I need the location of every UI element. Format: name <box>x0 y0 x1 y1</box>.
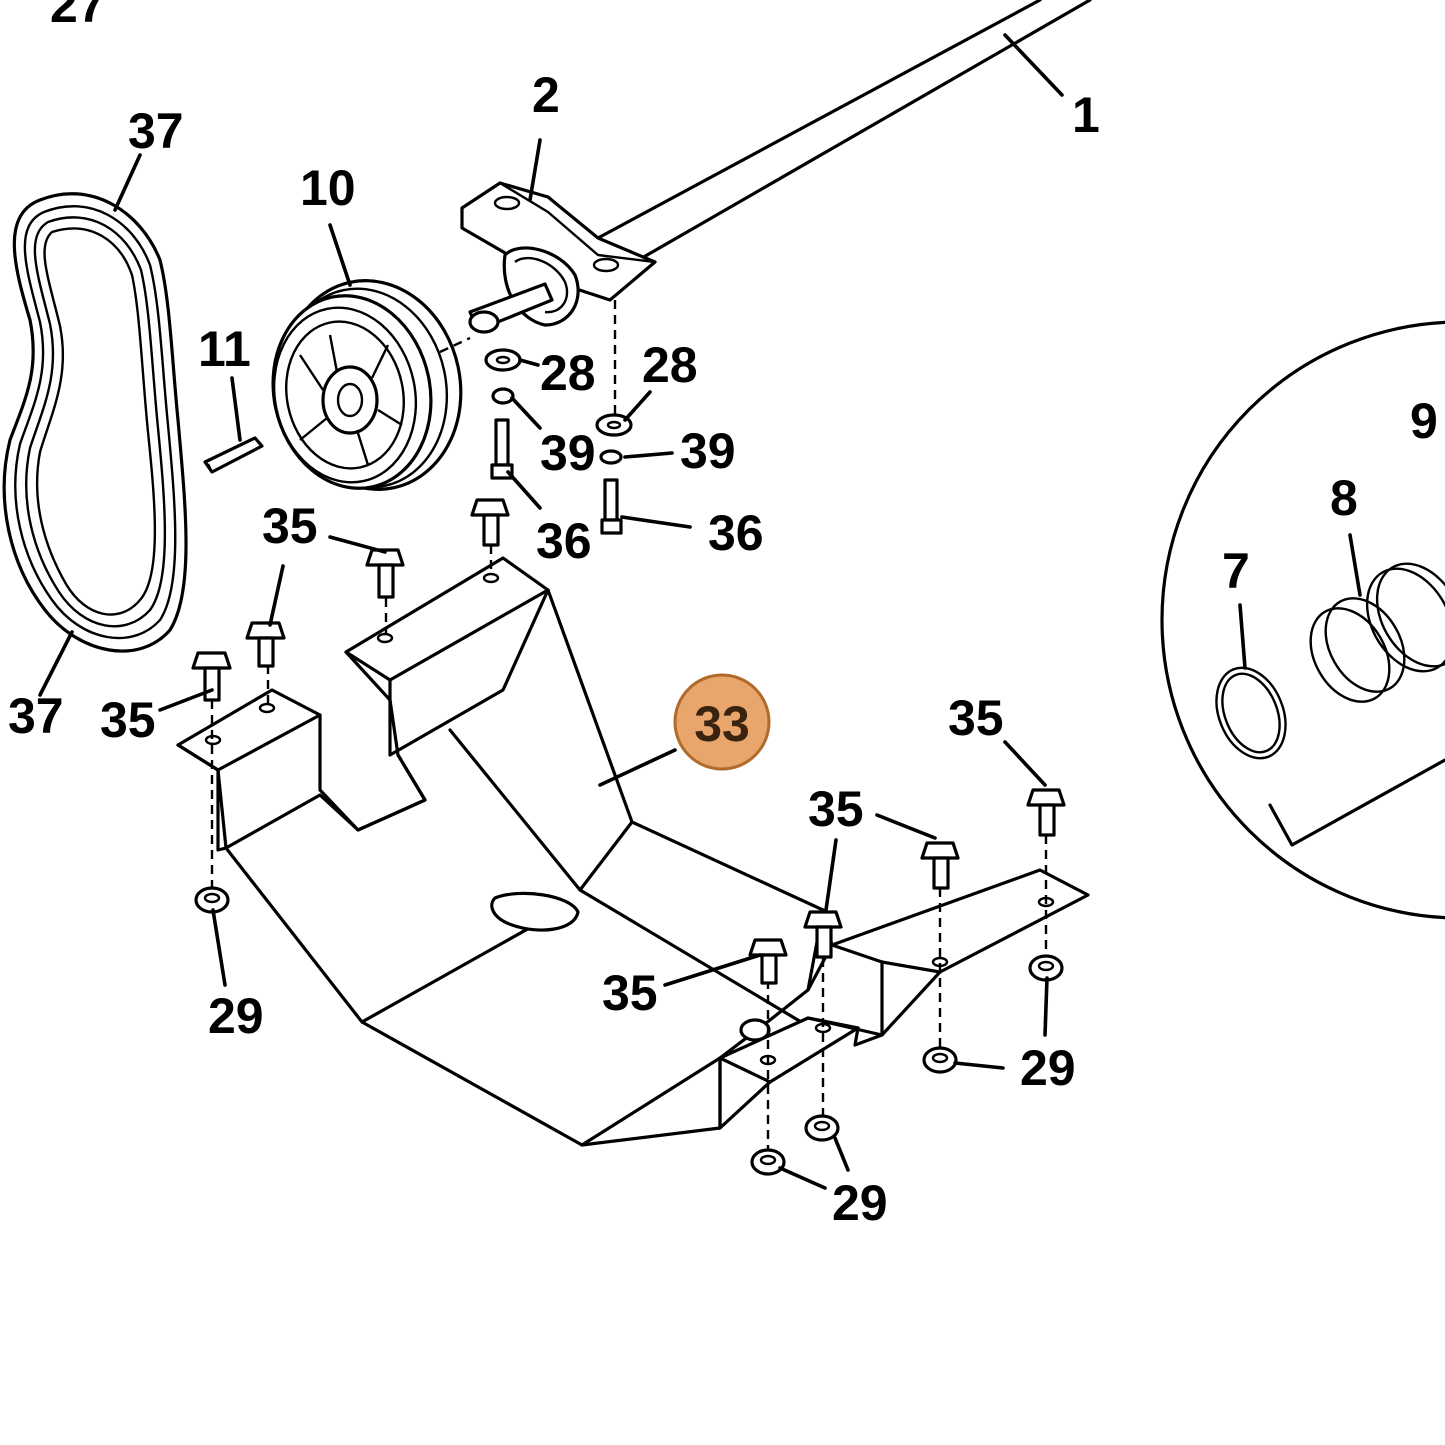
highlight-circle[interactable] <box>673 673 771 771</box>
callout-36-right: 36 <box>708 505 764 561</box>
callout-29-a: 29 <box>208 988 264 1044</box>
callout-35-d: 35 <box>808 781 864 837</box>
inset-detail <box>1160 320 1445 920</box>
callout-29-b: 29 <box>1020 1040 1076 1096</box>
callout-37-bottom: 37 <box>8 688 64 744</box>
callout-8: 8 <box>1330 470 1358 526</box>
callout-9: 9 <box>1410 393 1438 449</box>
callout-35-e: 35 <box>602 965 658 1021</box>
highlighted-callout-33[interactable]: 33 <box>673 673 771 771</box>
callout-35-a: 35 <box>262 498 318 554</box>
leader-lines <box>38 33 1362 1190</box>
callout-35-c: 35 <box>948 690 1004 746</box>
part-33-belt-guard <box>176 556 1090 1147</box>
callout-11: 11 <box>198 321 251 377</box>
callout-39-right: 39 <box>680 423 736 479</box>
callout-1: 1 <box>1072 87 1100 143</box>
fasteners <box>191 498 1066 1176</box>
callout-10: 10 <box>300 160 356 216</box>
part-37-belt <box>2 192 188 653</box>
callout-2: 2 <box>532 67 560 123</box>
part-2-bearing-housing <box>460 181 657 334</box>
callout-labels: 27 1 2 37 37 10 11 28 28 39 39 36 36 35 … <box>8 0 1438 1231</box>
part-11-key <box>203 436 264 474</box>
callout-36-left: 36 <box>536 513 592 569</box>
callout-29-c: 29 <box>832 1175 888 1231</box>
callout-37-top: 37 <box>128 103 184 159</box>
callout-7: 7 <box>1222 543 1250 599</box>
part-1-shaft <box>518 0 1092 264</box>
callout-28-left: 28 <box>540 345 596 401</box>
part-10-pulley <box>271 279 471 491</box>
callout-39-left: 39 <box>540 425 596 481</box>
callout-27: 27 <box>50 0 106 33</box>
callout-28-right: 28 <box>642 337 698 393</box>
callout-33[interactable]: 33 <box>694 696 750 752</box>
bearing-hardware <box>484 300 633 535</box>
callout-35-b: 35 <box>100 692 156 748</box>
